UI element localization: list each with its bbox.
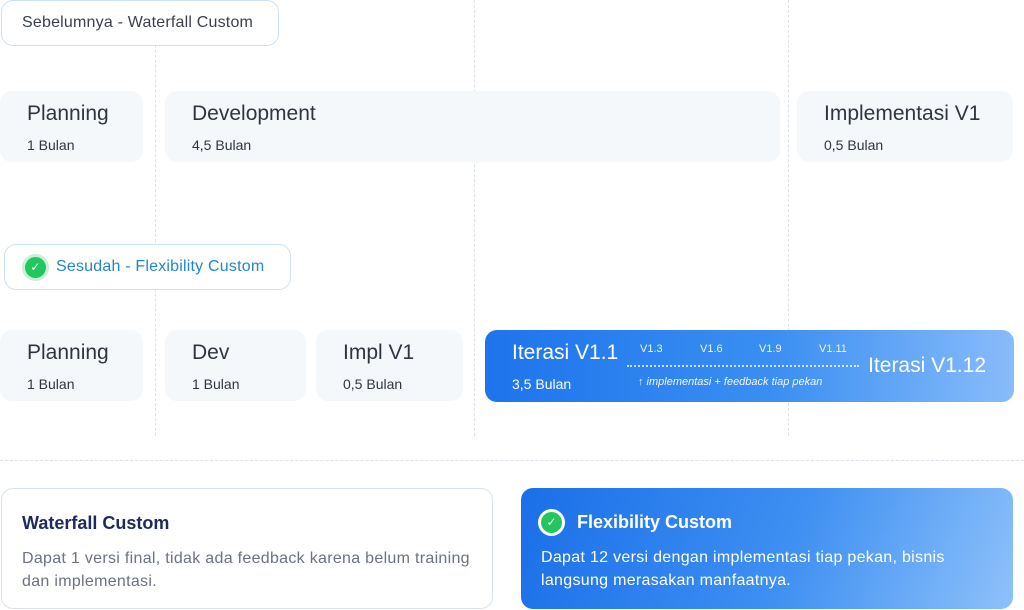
phase-duration: 1 Bulan xyxy=(27,137,75,153)
before-label-text: Sebelumnya - Waterfall Custom xyxy=(22,14,254,31)
iteration-bar: Iterasi V1.1 3,5 Bulan V1.3 V1.6 V1.9 V1… xyxy=(485,330,1014,402)
phase-duration: 1 Bulan xyxy=(27,376,75,392)
after-label-text: Sesudah - Flexibility Custom xyxy=(56,258,265,275)
phase-duration: 0,5 Bulan xyxy=(343,376,403,392)
iteration-name: Iterasi V1.1 xyxy=(512,341,619,364)
timeline-guide-1 xyxy=(155,0,156,436)
after-phase-impl: Impl V1 0,5 Bulan xyxy=(316,330,463,401)
phase-name: Planning xyxy=(27,341,109,364)
flexibility-card-body: Dapat 12 versi dengan implementasi tiap … xyxy=(541,549,945,589)
section-divider xyxy=(0,460,1024,461)
phase-name: Dev xyxy=(192,341,230,364)
after-phase-planning: Planning 1 Bulan xyxy=(0,330,143,401)
phase-duration: 4,5 Bulan xyxy=(192,137,252,153)
phase-duration: 0,5 Bulan xyxy=(824,137,884,153)
check-circle-icon: ✓ xyxy=(25,256,46,278)
phase-name: Implementasi V1 xyxy=(824,102,981,125)
iteration-end: Iterasi V1.12 xyxy=(868,354,986,377)
before-phase-development: Development 4,5 Bulan xyxy=(165,91,780,162)
phase-name: Planning xyxy=(27,102,109,125)
check-circle-icon: ✓ xyxy=(541,511,562,533)
after-label: ✓ Sesudah - Flexibility Custom xyxy=(4,244,291,290)
version-label: V1.9 xyxy=(759,343,782,355)
waterfall-card: Waterfall Custom Dapat 1 versi final, ti… xyxy=(1,488,493,609)
phase-duration: 1 Bulan xyxy=(192,376,240,392)
version-label: V1.3 xyxy=(640,343,663,355)
timeline-guide-2 xyxy=(474,0,475,436)
before-phase-implementasi: Implementasi V1 0,5 Bulan xyxy=(797,91,1013,162)
version-label: V1.6 xyxy=(700,343,723,355)
phase-name: Impl V1 xyxy=(343,341,415,364)
flexibility-card-title: Flexibility Custom xyxy=(577,511,733,532)
waterfall-card-title: Waterfall Custom xyxy=(22,512,170,533)
before-label: Sebelumnya - Waterfall Custom xyxy=(1,0,279,46)
iteration-duration: 3,5 Bulan xyxy=(512,376,572,392)
before-phase-planning: Planning 1 Bulan xyxy=(0,91,143,162)
timeline-guide-3 xyxy=(788,0,789,436)
flexibility-card: ✓ Flexibility Custom Dapat 12 versi deng… xyxy=(521,488,1013,609)
version-label: V1.11 xyxy=(819,343,847,355)
iteration-dotted-line xyxy=(627,365,859,367)
after-phase-dev: Dev 1 Bulan xyxy=(165,330,306,401)
waterfall-card-body: Dapat 1 versi final, tidak ada feedback … xyxy=(22,550,470,590)
phase-name: Development xyxy=(192,102,316,125)
iteration-note: ↑ implementasi + feedback tiap pekan xyxy=(638,376,823,388)
flexibility-card-header: ✓ Flexibility Custom xyxy=(541,510,993,534)
